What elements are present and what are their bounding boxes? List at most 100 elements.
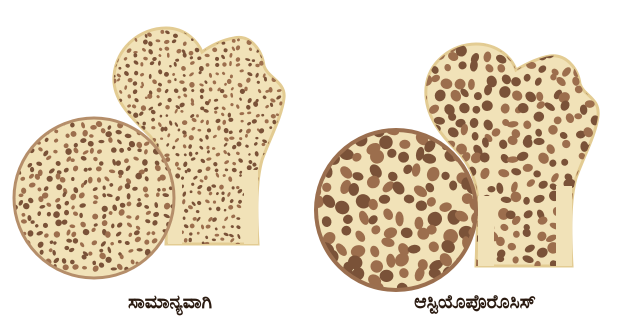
- pore: [415, 63, 426, 73]
- pore: [60, 111, 66, 118]
- pore: [260, 24, 264, 29]
- pore: [124, 23, 129, 29]
- pore: [309, 130, 322, 147]
- pore: [60, 277, 67, 283]
- pore: [18, 113, 25, 120]
- pore: [196, 114, 199, 117]
- pore: [222, 32, 225, 35]
- pore: [271, 211, 276, 216]
- pore: [267, 199, 272, 204]
- pore: [115, 111, 120, 116]
- pore: [270, 48, 275, 51]
- pore: [268, 150, 274, 156]
- pore: [277, 128, 282, 133]
- pore: [271, 230, 276, 236]
- pore: [262, 191, 267, 197]
- pore: [130, 31, 136, 36]
- pore: [267, 215, 273, 220]
- pore: [276, 145, 281, 151]
- pore: [63, 264, 69, 270]
- osteoporosis-label: ಆಸ್ಟಿಯೊಪೊರೊಸಿಸ್: [355, 287, 595, 317]
- pore: [267, 224, 274, 231]
- pore: [277, 40, 283, 45]
- pore: [254, 22, 257, 27]
- pore: [260, 40, 265, 45]
- pore: [10, 110, 16, 116]
- pore: [123, 31, 128, 37]
- pore: [415, 34, 429, 48]
- pore: [302, 149, 321, 167]
- pore: [18, 153, 21, 157]
- pore: [433, 33, 444, 43]
- pore: [56, 173, 61, 180]
- pore: [98, 140, 104, 143]
- pore: [24, 137, 31, 144]
- pore: [271, 65, 274, 70]
- pore: [261, 218, 266, 223]
- pore: [396, 118, 410, 130]
- pore: [206, 23, 210, 28]
- pore: [310, 272, 325, 288]
- pore: [11, 256, 17, 261]
- pore: [278, 202, 283, 207]
- pore: [415, 49, 426, 57]
- pore: [271, 55, 276, 60]
- pore: [264, 163, 267, 166]
- pore: [275, 158, 280, 163]
- pore: [152, 268, 158, 275]
- pore: [18, 247, 21, 252]
- pore: [268, 241, 274, 245]
- pore: [119, 33, 125, 37]
- pore: [304, 117, 323, 135]
- pore: [30, 256, 38, 264]
- pore: [587, 244, 597, 253]
- pore: [33, 264, 41, 272]
- pore: [30, 121, 36, 127]
- pore: [561, 34, 575, 48]
- pore: [110, 40, 116, 45]
- pore: [457, 34, 470, 45]
- pore: [38, 115, 44, 121]
- pore: [336, 120, 351, 134]
- pore: [277, 34, 282, 39]
- pore: [279, 231, 285, 237]
- pore: [107, 47, 114, 54]
- pore: [165, 254, 170, 259]
- pore: [8, 156, 14, 163]
- pore: [8, 129, 12, 134]
- pore: [261, 186, 266, 190]
- pore: [162, 246, 166, 252]
- pore: [216, 32, 220, 36]
- pore: [18, 276, 23, 282]
- pore: [119, 22, 123, 26]
- pore: [25, 269, 31, 274]
- pore: [246, 24, 250, 28]
- pore: [70, 277, 75, 283]
- pore: [16, 138, 22, 145]
- pore: [126, 278, 133, 284]
- osteoporosis-femur-cortex-left: [478, 196, 494, 266]
- pore: [36, 277, 43, 284]
- pore: [505, 38, 519, 52]
- pore: [134, 274, 141, 281]
- pore: [276, 208, 282, 213]
- pore: [15, 238, 22, 245]
- pore: [205, 37, 211, 41]
- pore: [173, 21, 179, 27]
- pore: [164, 264, 171, 271]
- pore: [9, 240, 16, 247]
- pore: [584, 175, 598, 188]
- pore: [536, 34, 548, 43]
- pore: [415, 217, 424, 230]
- pore: [44, 275, 50, 281]
- pore: [585, 77, 594, 87]
- pore: [279, 63, 283, 68]
- pore: [275, 150, 280, 154]
- pore: [133, 26, 137, 30]
- pore: [48, 116, 54, 121]
- pore: [171, 254, 176, 261]
- pore: [575, 47, 586, 60]
- pore: [550, 40, 561, 51]
- pore: [275, 55, 280, 60]
